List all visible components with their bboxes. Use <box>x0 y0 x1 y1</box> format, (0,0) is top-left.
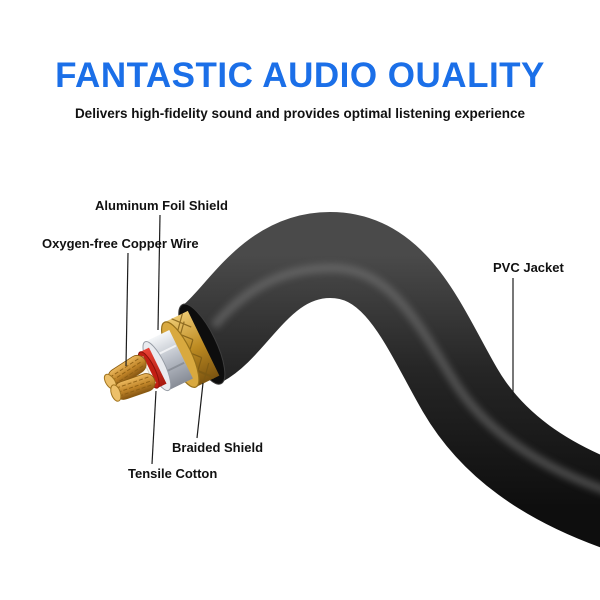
copper-wires <box>103 354 156 402</box>
cable-jacket <box>177 211 600 548</box>
subtitle: Delivers high-fidelity sound and provide… <box>74 106 526 121</box>
label-aluminum-foil-shield: Aluminum Foil Shield <box>95 198 228 213</box>
callout-line-braided-shield <box>196 382 204 439</box>
label-braided-shield: Braided Shield <box>172 440 264 455</box>
cable-cutaway <box>103 303 226 402</box>
label-pvc-jacket: PVC Jacket <box>493 260 564 275</box>
callout-line-aluminum-foil <box>157 214 161 331</box>
callout-line-copper-wire <box>125 252 129 367</box>
label-oxygen-free-copper-wire: Oxygen-free Copper Wire <box>42 236 199 251</box>
headline: FANTASTIC AUDIO OUALITY <box>55 56 545 95</box>
callout-line-tensile-cotton <box>151 390 157 465</box>
label-tensile-cotton: Tensile Cotton <box>128 466 218 481</box>
cable-sheen <box>210 263 600 494</box>
